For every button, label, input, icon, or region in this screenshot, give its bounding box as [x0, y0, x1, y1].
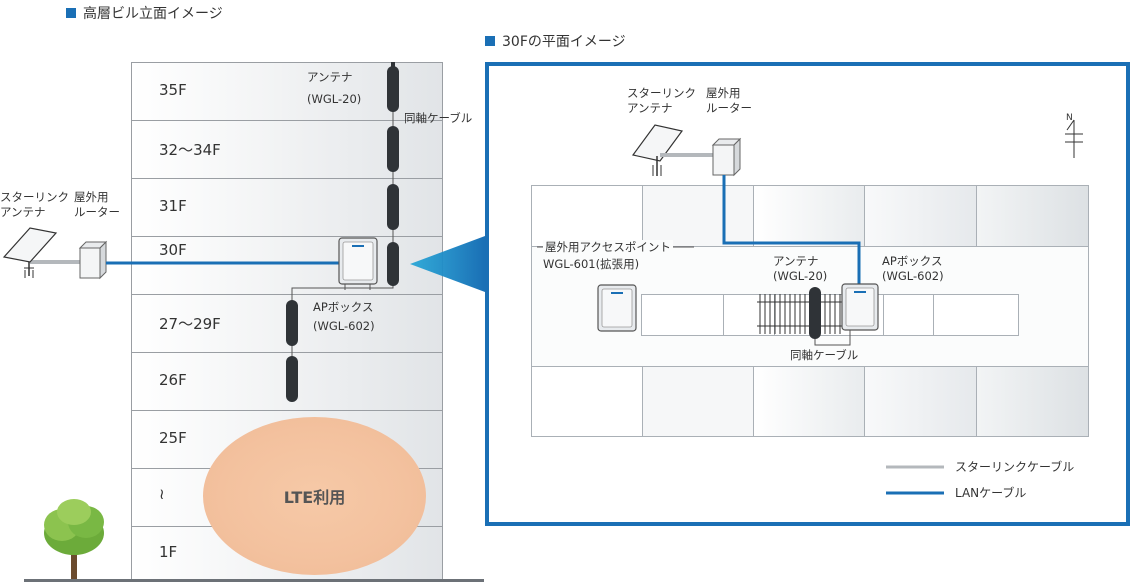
plan-router-label-line1: 屋外用 [706, 86, 741, 100]
plan-router-label-line2: ルーター [706, 101, 752, 115]
floor-label: ≀ [159, 485, 165, 503]
ext-ap-label-line2: WGL-601(拡張用) [543, 257, 640, 271]
room [531, 366, 643, 437]
plan-starlink-label: スターリンク アンテナ [627, 86, 696, 116]
room [642, 366, 754, 437]
router-label-line2: ルーター [74, 205, 120, 219]
corridor-cell [883, 294, 934, 336]
floor-label: 25F [159, 429, 187, 447]
plan-coax-label: 同軸ケーブル [790, 348, 859, 362]
outdoor-router-icon [78, 240, 108, 280]
building-outline [131, 62, 443, 580]
lte-coverage-zone [203, 417, 426, 575]
lte-label: LTE利用 [283, 488, 346, 507]
floor-label: 27〜29F [159, 315, 221, 333]
starlink-label-line2: アンテナ [0, 205, 46, 219]
ap-box-label: APボックス (WGL-602) [313, 300, 375, 334]
floor-plan-frame [485, 62, 1130, 526]
floor-label: 35F [159, 81, 187, 99]
title-square-icon [485, 36, 495, 46]
elevation-title: 高層ビル立面イメージ [66, 3, 223, 23]
legend-starlink-label: スターリンクケーブル [955, 460, 1075, 474]
ap-box-icon [338, 237, 378, 285]
title-square-icon [66, 8, 76, 18]
plan-antenna-label-line2: (WGL-20) [773, 269, 828, 283]
plan-apbox-label-line1: APボックス [882, 254, 943, 268]
elevation-drawing [2, 62, 399, 579]
plan-coax-cable [814, 328, 851, 346]
coax-label: 同軸ケーブル [404, 111, 473, 125]
tree-icon [44, 499, 104, 579]
north-arrow-icon [1065, 119, 1083, 158]
coax-cable [291, 110, 394, 356]
router-label: 屋外用 ルーター [74, 190, 120, 220]
starlink-label-line1: スターリンク [0, 190, 69, 204]
plan-apbox-label-line2: (WGL-602) [882, 269, 944, 283]
floor-label: 30F [159, 241, 187, 259]
plan-lan-cable [722, 175, 861, 284]
antenna-label-line1: アンテナ [307, 70, 353, 84]
starlink-label: スターリンク アンテナ [0, 190, 69, 220]
plan-antenna-icon [809, 287, 821, 339]
room [864, 185, 977, 247]
floor-label: 26F [159, 371, 187, 389]
plan-router-icon [711, 137, 742, 177]
antenna-label: アンテナ (WGL-20) [307, 70, 361, 107]
router-label-line1: 屋外用 [74, 190, 109, 204]
plan-ap-box-icon [841, 283, 879, 331]
north-label: N [1066, 113, 1073, 123]
legend-lan-label: LANケーブル [955, 486, 1027, 500]
room [531, 185, 643, 247]
starlink-dish-icon [2, 227, 58, 278]
room [753, 185, 865, 247]
ext-ap-label-line1: 屋外用アクセスポイント [543, 240, 673, 255]
antenna-icon [286, 62, 399, 402]
plan-starlink-label-line2: アンテナ [627, 101, 673, 115]
room [976, 366, 1089, 437]
plan-drawing [537, 119, 1083, 495]
ground-line [24, 579, 484, 582]
ap-box-label-line1: APボックス [313, 300, 374, 314]
plan-starlink-dish-icon [631, 124, 684, 176]
plan-title-text: 30Fの平面イメージ [502, 34, 626, 50]
floor-label: 32〜34F [159, 141, 221, 159]
plan-router-label: 屋外用 ルーター [706, 86, 752, 116]
plan-external-ap-icon [597, 284, 637, 332]
plan-apbox-label: APボックス (WGL-602) [882, 254, 944, 284]
floor-label: 31F [159, 197, 187, 215]
room [976, 185, 1089, 247]
floor-label: 1F [159, 543, 178, 561]
plan-antenna-grid [757, 294, 843, 334]
plan-title: 30Fの平面イメージ [485, 31, 626, 51]
plan-starlink-label-line1: スターリンク [627, 86, 696, 100]
projection-beam [410, 236, 485, 292]
elevation-title-text: 高層ビル立面イメージ [83, 6, 223, 22]
ap-box-label-line2: (WGL-602) [313, 319, 375, 333]
room [753, 366, 865, 437]
antenna-label-line2: (WGL-20) [307, 92, 362, 106]
plan-antenna-label: アンテナ (WGL-20) [773, 254, 827, 284]
plan-antenna-label-line1: アンテナ [773, 254, 819, 268]
